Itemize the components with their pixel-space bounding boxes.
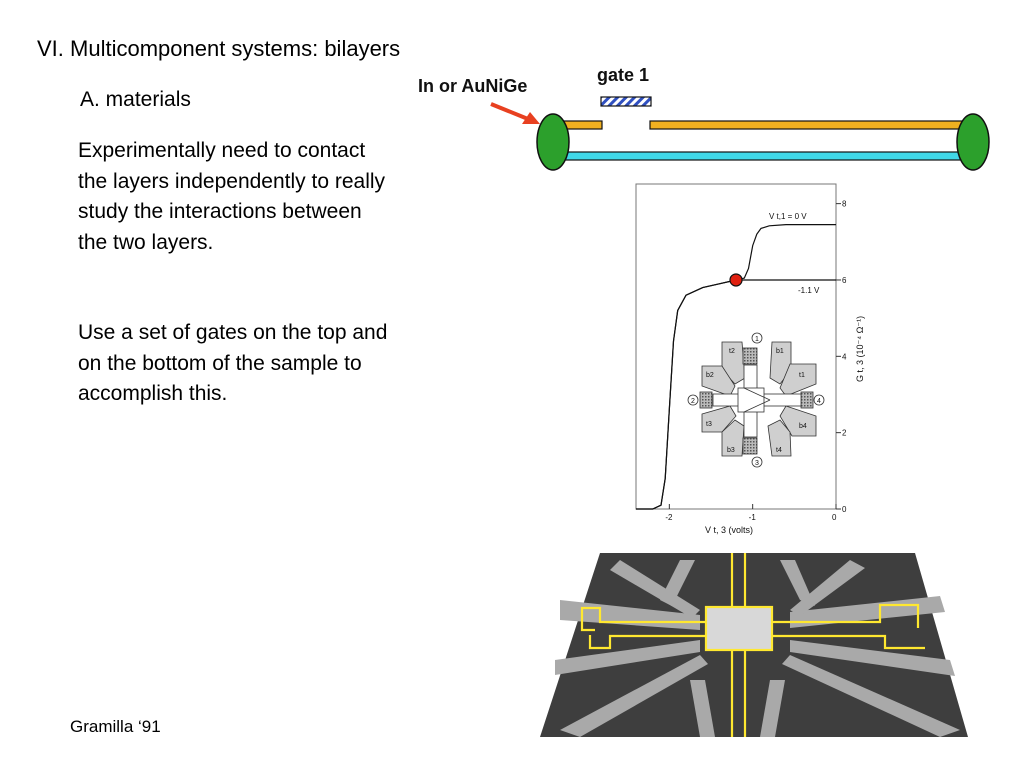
gate-1 [600,96,652,107]
pad-b2 [701,365,736,397]
pad-t2 [721,341,746,385]
gate-4-pad [800,391,814,409]
gate-marker-2 [687,394,699,406]
curve-label-0v: V t,1 = 0 V [769,212,807,221]
series-line-1 [636,279,836,510]
graph-ticks: 0 2 4 6 8 -2 -1 0 [665,200,847,522]
pad-label-t1: t1 [799,372,805,379]
bilayer-schematic: In or AuNiGe gate 1 [418,65,990,171]
gate-label-3: 3 [755,460,759,467]
gate-finger [743,387,771,401]
device-labels: t2 b1 b2 t1 t3 b4 b3 t4 1 2 3 4 [691,336,821,467]
pad-label-t4: t4 [776,447,782,454]
device-layout-inset [687,332,825,468]
conductance-graph: 0 2 4 6 8 -2 -1 0 V t,1 = 0 V -1.1 V V t, 3 (vo… [635,183,865,535]
y-tick-label: 8 [842,200,847,209]
pad-t3 [701,405,737,433]
gate-label-4: 4 [817,398,821,405]
gate-2-pad [699,391,713,409]
slide-title: VI. Multicomponent systems: bilayers [37,36,401,61]
paragraph-contact-layers: Experimentally need to contact the layer… [78,139,386,254]
y-tick-label: 2 [842,429,847,438]
pad-label-b4: b4 [799,423,807,430]
contact-arrow [490,102,540,124]
top-layer-right [649,120,973,130]
gate-finger [743,399,771,413]
gate-1-pad [742,347,758,365]
section-subtitle: A. materials [80,88,191,111]
mesa-center [737,387,765,413]
gate-marker-3 [751,456,763,468]
gate-3-pad [742,437,758,455]
sem-micrograph [540,553,968,737]
paragraph-gates: Use a set of gates on the top and on the… [78,321,388,405]
pad-label-t2: t2 [729,348,735,355]
contact-label: In or AuNiGe [418,76,527,96]
x-tick-label: -2 [665,513,673,522]
contact-left [536,113,570,171]
pad-label-b1: b1 [776,348,784,355]
x-axis-label: V t, 3 (volts) [705,525,753,535]
gate-marker-1 [751,332,763,344]
x-tick-label: 0 [832,513,837,522]
y-axis-label: G t, 3 (10⁻⁴ Ω⁻¹) [855,316,865,382]
transition-marker [729,273,743,287]
gate-label-1: 1 [755,336,759,343]
pad-label-t3: t3 [706,421,712,428]
gate-marker-4 [813,394,825,406]
graph-series [636,224,836,510]
gate-label-2: 2 [691,398,695,405]
pad-label-b3: b3 [727,447,735,454]
y-tick-label: 4 [842,352,847,361]
contact-right [956,113,990,171]
y-tick-label: 6 [842,276,847,285]
curve-label-1v: -1.1 V [798,286,820,295]
pad-t4 [767,419,792,457]
pad-b4 [779,405,817,437]
pad-t1 [779,363,817,397]
gate-label: gate 1 [597,65,649,85]
pad-label-b2: b2 [706,372,714,379]
gate-outlines [580,553,925,737]
y-tick-label: 0 [842,505,847,514]
central-mesa [704,605,774,652]
bottom-layer [554,151,973,161]
x-tick-label: -1 [749,513,757,522]
citation: Gramilla ‘91 [70,717,161,736]
